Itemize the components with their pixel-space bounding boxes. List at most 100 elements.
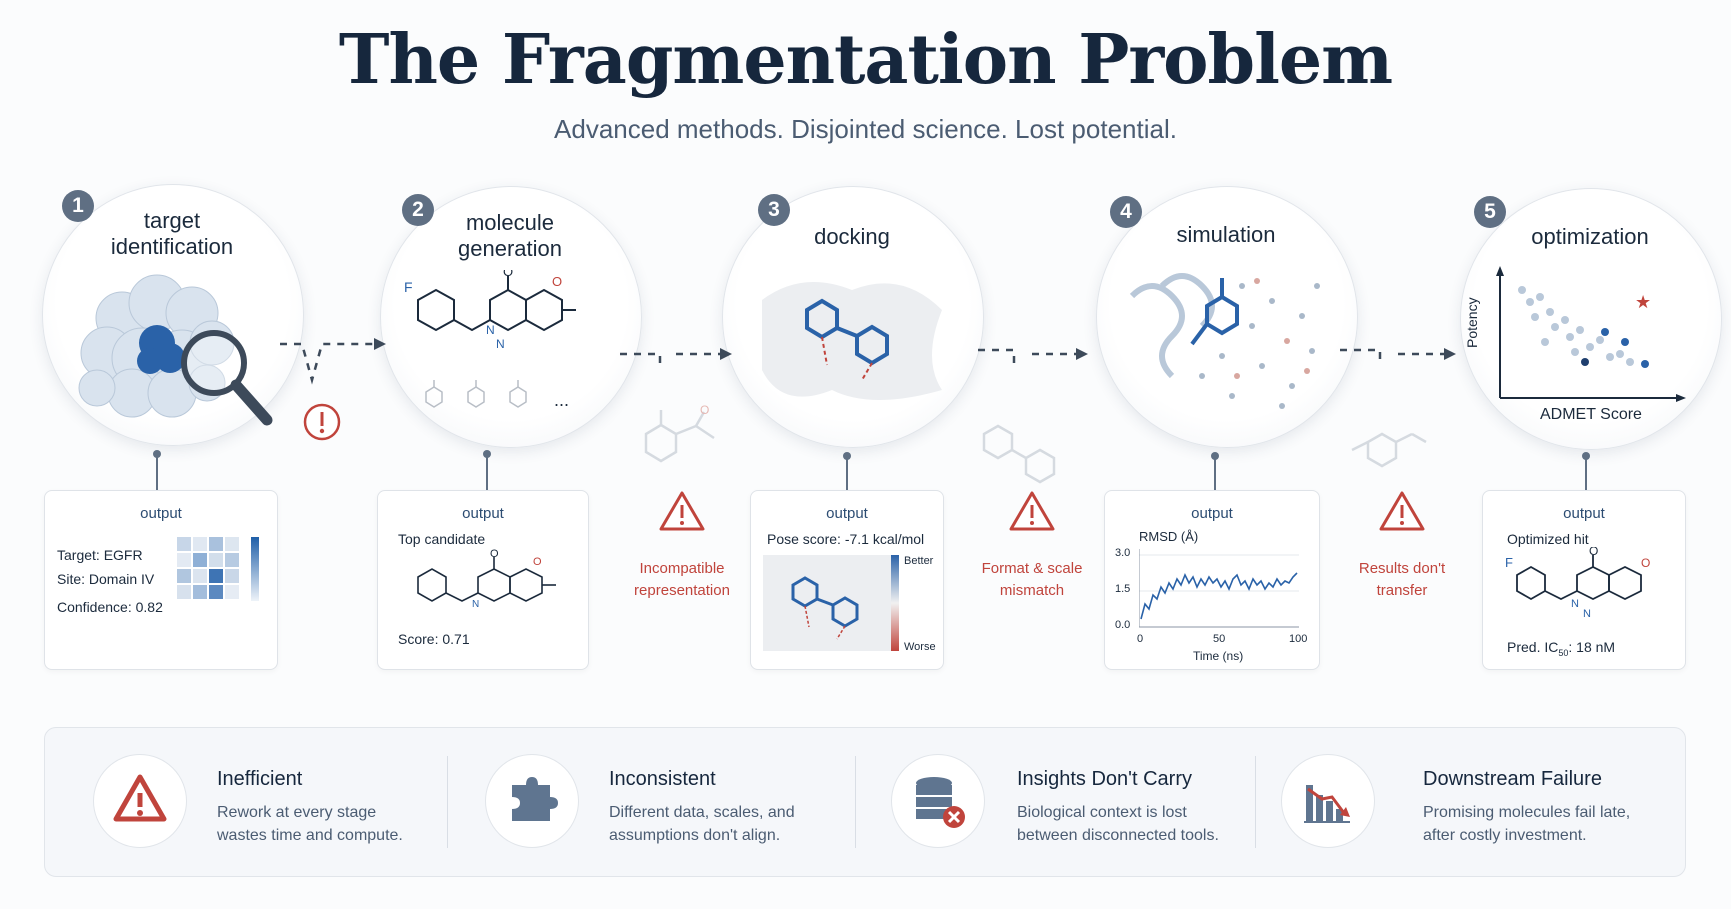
output-card-1: output Target: EGFR Site: Domain IV Conf… (44, 490, 278, 670)
svg-text:N: N (496, 337, 505, 351)
admet-axis-label: ADMET Score (1540, 406, 1642, 423)
downstream-text: Promising molecules fail late, after cos… (1423, 804, 1631, 844)
optimized-hit-label: Optimized hit (1507, 531, 1589, 547)
inefficient-title: Inefficient (217, 768, 303, 790)
target-value: Target: EGFR (57, 547, 143, 563)
ic50-value: Pred. IC50: 18 nM (1507, 639, 1616, 658)
warning-circle-icon (303, 403, 341, 441)
rmsd-plot (1139, 549, 1299, 628)
stage-4-circle (1096, 186, 1358, 448)
connector-dot-1 (153, 450, 161, 458)
optimized-hit-molecule: F O O N N (1505, 547, 1650, 620)
svg-text:N: N (1583, 608, 1591, 620)
top-candidate-molecule: O O N (417, 548, 556, 610)
colorbar-better-label: Better (904, 555, 934, 567)
confidence-value: Confidence: 0.82 (57, 599, 163, 615)
warning-text-1: Incompatible representation (634, 560, 730, 599)
output-card-5-title: output (1563, 505, 1605, 522)
rmsd-tick-3: 3.0 (1115, 547, 1131, 559)
stage-4-badge: 4 (1110, 196, 1142, 228)
stage-5-circle (1460, 188, 1722, 450)
divider-2 (855, 756, 856, 848)
stage-3-badge: 3 (758, 194, 790, 226)
page-subtitle: Advanced methods. Disjointed science. Lo… (554, 114, 1177, 144)
insights-text: Biological context is lost between disco… (1017, 804, 1219, 844)
molecule-structure: F O O N N (404, 270, 576, 351)
downstream-icon-circle (1281, 754, 1375, 848)
svg-text:O: O (503, 270, 513, 279)
warning-triangle-icon-2 (1009, 491, 1055, 531)
candidate-molecules (425, 380, 527, 408)
top-candidate-label: Top candidate (398, 531, 486, 547)
connector-line-5 (1585, 458, 1587, 490)
stage-1-label: target identification (110, 208, 234, 259)
inconsistent-icon-circle (485, 754, 579, 848)
svg-text:O: O (700, 404, 709, 417)
svg-text:O: O (533, 556, 542, 568)
rmsd-tick-1-5: 1.5 (1115, 583, 1131, 595)
simulation-illustration (1129, 273, 1320, 409)
output-card-3: output Pose score: -7.1 kcal/mol Better … (750, 490, 944, 670)
svg-text:O: O (1641, 556, 1650, 570)
faded-molecule-2-3: O (644, 404, 715, 463)
colorbar-worse-label: Worse (904, 641, 936, 653)
insights-icon-circle (891, 754, 985, 848)
docking-pose-illustration (762, 282, 942, 400)
svg-text:O: O (1589, 547, 1598, 558)
connector-line-4 (1214, 458, 1216, 490)
warning-text-2: Format & scale mismatch (981, 560, 1083, 599)
potency-axis-label: Potency (1464, 297, 1480, 348)
declining-chart-icon (1304, 785, 1350, 823)
more-candidates-ellipsis: ... (554, 390, 570, 410)
stage-1-badge: 1 (62, 190, 94, 222)
broken-arrow-4 (1340, 348, 1456, 366)
inconsistent-text: Different data, scales, and assumptions … (609, 804, 795, 844)
broken-arrow-1 (280, 338, 386, 385)
stage-4-label: simulation (1176, 222, 1276, 247)
time-tick-0: 0 (1137, 633, 1144, 645)
svg-text:★: ★ (1635, 292, 1651, 313)
inconsistent-title: Inconsistent (609, 768, 716, 790)
svg-text:N: N (486, 323, 495, 337)
stage-2-label: molecule generation (458, 210, 562, 261)
faded-molecule-4-5 (1351, 432, 1427, 468)
inefficient-text: Rework at every stage wastes time and co… (217, 804, 403, 844)
output-card-1-title: output (140, 505, 182, 522)
connector-dot-2 (483, 450, 491, 458)
warning-text-3: Results don't transfer (1358, 560, 1446, 599)
connector-line-2 (486, 456, 488, 490)
magnifier-icon (181, 330, 273, 426)
stage-2-circle (380, 186, 642, 448)
svg-text:O: O (552, 274, 562, 289)
optimization-scatter: ★ (1496, 266, 1686, 402)
connector-dot-4 (1211, 452, 1219, 460)
connector-line-3 (846, 458, 848, 490)
broken-arrow-3 (978, 348, 1088, 366)
output-card-2-title: output (462, 505, 504, 522)
connector-dot-5 (1582, 452, 1590, 460)
site-value: Site: Domain IV (57, 571, 155, 587)
broken-arrow-2 (620, 348, 732, 370)
stage-5-label: optimization (1531, 224, 1649, 249)
svg-text:N: N (1571, 598, 1579, 610)
stage-3-label: docking (814, 224, 890, 249)
page-title: The Fragmentation Problem (338, 20, 1393, 100)
pose-thumbnail (763, 555, 893, 651)
output-card-5: output Optimized hit F O O N N Pred. IC5… (1482, 490, 1686, 670)
divider-1 (447, 756, 448, 848)
score-value: Score: 0.71 (398, 631, 470, 647)
faded-molecule-3-4 (982, 424, 1056, 484)
time-tick-50: 50 (1213, 633, 1226, 645)
stage-5-badge: 5 (1474, 196, 1506, 228)
connector-line-1 (156, 456, 158, 490)
puzzle-icon (512, 777, 558, 821)
database-error-icon (916, 777, 965, 828)
downstream-title: Downstream Failure (1423, 768, 1602, 790)
insights-title: Insights Don't Carry (1017, 768, 1192, 790)
issues-panel: Inefficient Rework at every stage wastes… (44, 727, 1686, 877)
pose-score-value: Pose score: -7.1 kcal/mol (767, 531, 925, 547)
stage-2-badge: 2 (402, 194, 434, 226)
time-axis-label: Time (ns) (1193, 649, 1244, 663)
protein-surface-illustration (78, 274, 273, 426)
output-card-4-title: output (1191, 505, 1233, 522)
